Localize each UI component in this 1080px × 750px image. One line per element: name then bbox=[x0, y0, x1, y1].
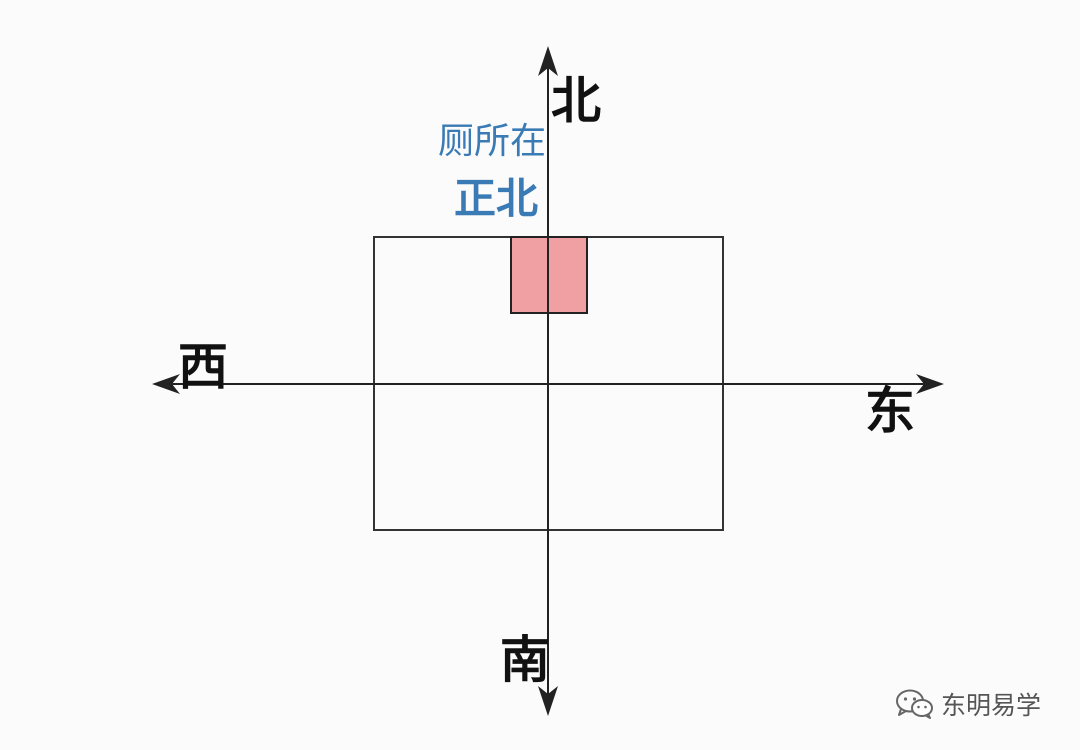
watermark-text: 东明易学 bbox=[941, 691, 1042, 720]
watermark: 东明易学 bbox=[895, 686, 1041, 722]
east-label: 东 bbox=[865, 382, 915, 440]
east-arrowhead bbox=[916, 374, 944, 394]
north-label: 北 bbox=[551, 72, 601, 130]
wechat-icon bbox=[896, 689, 933, 719]
toilet-location-text: 厕所在 bbox=[437, 121, 546, 162]
toilet-direction-text: 正北 bbox=[453, 173, 538, 223]
west-label: 西 bbox=[178, 338, 228, 396]
west-arrowhead bbox=[152, 374, 180, 394]
north-arrowhead bbox=[538, 46, 558, 76]
south-label: 南 bbox=[500, 631, 550, 689]
toilet-caption: 厕所在 正北 bbox=[418, 122, 546, 222]
south-arrowhead bbox=[538, 686, 558, 716]
